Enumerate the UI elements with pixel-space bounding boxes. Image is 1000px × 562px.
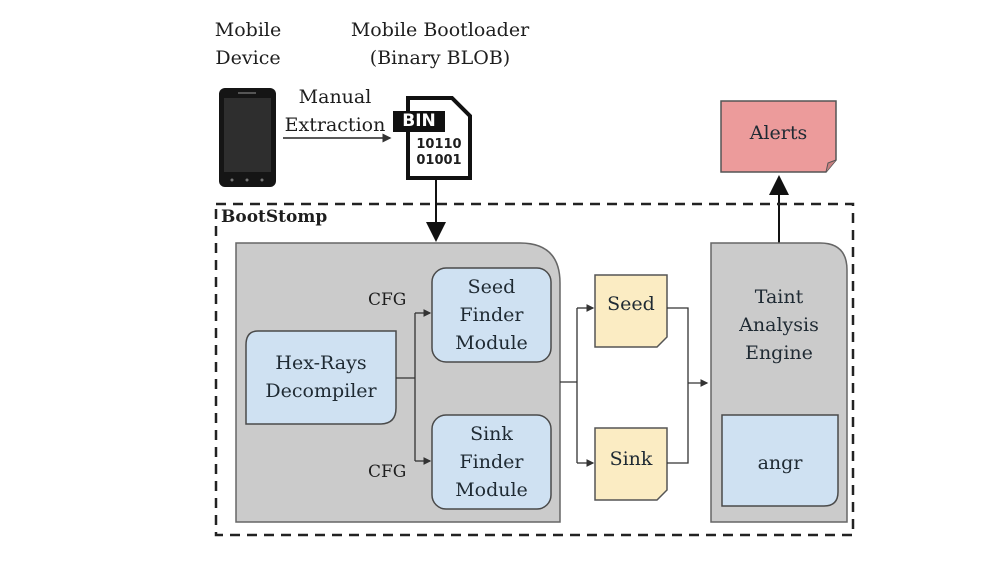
bootloader-line2: (Binary BLOB) xyxy=(369,47,511,69)
extraction-label: Manual Extraction xyxy=(280,83,390,139)
hexrays-label: Hex-Rays Decompiler xyxy=(246,349,396,405)
seed-finder-line2: Finder xyxy=(459,304,524,326)
sink-note xyxy=(594,427,668,501)
seed-finder-box xyxy=(431,267,552,363)
hexrays-box xyxy=(245,330,397,425)
mobile-device-line1: Mobile xyxy=(214,19,282,41)
extraction-line2: Extraction xyxy=(284,114,386,136)
seed-label: Seed xyxy=(607,293,655,315)
hexrays-line2: Decompiler xyxy=(265,380,377,402)
bootloader-line1: Mobile Bootloader xyxy=(350,19,530,41)
hexrays-line1: Hex-Rays xyxy=(275,352,367,374)
results-connectors xyxy=(560,304,709,467)
seed-finder-line1: Seed xyxy=(467,276,516,298)
seed-finder-label: Seed Finder Module xyxy=(432,273,551,357)
bootstomp-frame xyxy=(214,202,855,537)
cfg-connectors xyxy=(396,309,432,465)
bits-line2: 01001 xyxy=(416,153,462,168)
cfg-label-bottom: CFG xyxy=(368,462,407,482)
binary-file-icon xyxy=(393,96,472,180)
taint-line2: Analysis xyxy=(739,314,819,336)
bootloader-label: Mobile Bootloader (Binary BLOB) xyxy=(330,16,550,72)
sink-finder-box xyxy=(431,414,552,510)
sink-label: Sink xyxy=(609,448,653,470)
bits-line1: 10110 xyxy=(416,137,462,152)
taint-engine-label: Taint Analysis Engine xyxy=(711,283,847,367)
cfg-label-top: CFG xyxy=(368,290,407,310)
angr-label: angr xyxy=(757,452,803,474)
taint-line3: Engine xyxy=(745,342,813,364)
phone-icon xyxy=(219,88,276,187)
angr-box xyxy=(721,414,839,507)
sink-finder-line2: Finder xyxy=(459,451,524,473)
bin-tag: BIN xyxy=(402,111,436,131)
seed-note xyxy=(594,274,668,348)
bootstomp-title: BootStomp xyxy=(221,207,328,227)
mobile-device-label: Mobile Device xyxy=(200,16,296,72)
sink-finder-label: Sink Finder Module xyxy=(432,420,551,504)
binary-bits: 10110 01001 xyxy=(410,137,468,169)
mobile-device-line2: Device xyxy=(215,47,281,69)
taint-line1: Taint xyxy=(754,286,804,308)
extraction-line1: Manual xyxy=(298,86,372,108)
sink-finder-line3: Module xyxy=(455,479,528,501)
seed-finder-line3: Module xyxy=(455,332,528,354)
alerts-label: Alerts xyxy=(749,122,808,144)
sink-finder-line1: Sink xyxy=(470,423,513,445)
